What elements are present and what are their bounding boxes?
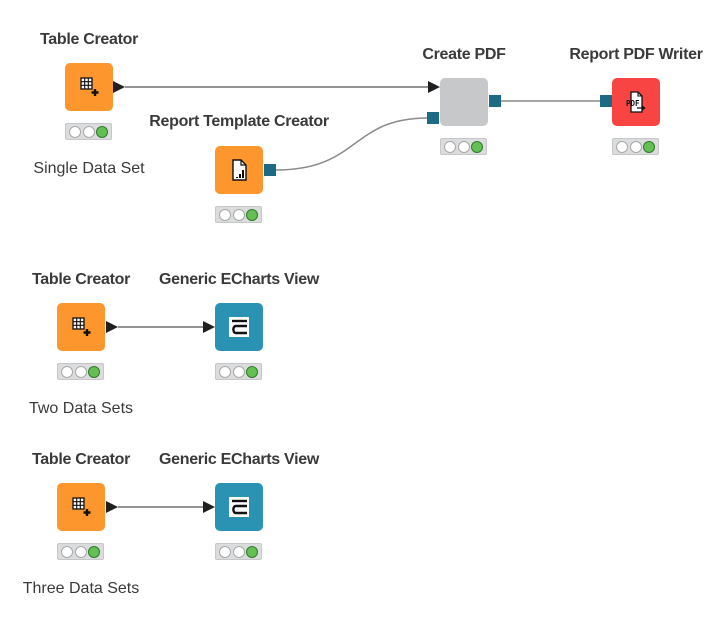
svg-text:PDF: PDF <box>626 99 640 108</box>
node-title-report-pdf-writer[interactable]: Report PDF Writer <box>569 46 703 63</box>
status-led-idle <box>457 140 470 153</box>
node-table-creator[interactable] <box>57 483 105 531</box>
output-port-report[interactable] <box>264 164 276 176</box>
status-led-executed <box>95 125 108 138</box>
output-port-triangle[interactable] <box>106 501 118 513</box>
table-create-icon <box>72 497 91 516</box>
output-port-triangle[interactable] <box>113 81 125 93</box>
status-led-idle <box>219 365 232 378</box>
node-generic-echarts-view[interactable] <box>215 483 263 531</box>
node-table-creator[interactable] <box>57 303 105 351</box>
node-title-create-pdf[interactable]: Create PDF <box>422 46 506 63</box>
input-port-report[interactable] <box>600 95 612 107</box>
pdf-writer-icon: PDF <box>626 91 646 113</box>
input-port-report[interactable] <box>427 112 439 124</box>
node-status-indicator <box>215 363 262 380</box>
output-port-report[interactable] <box>489 95 501 107</box>
status-led-executed <box>470 140 483 153</box>
node-title-table-creator[interactable]: Table Creator <box>31 451 131 468</box>
annotation-single-data-set: Single Data Set <box>33 160 145 177</box>
node-title-generic-echarts-view[interactable]: Generic ECharts View <box>158 451 320 468</box>
table-create-icon <box>80 77 99 96</box>
node-status-indicator <box>65 123 112 140</box>
output-port-triangle[interactable] <box>106 321 118 333</box>
status-led-executed <box>642 140 655 153</box>
status-led-idle <box>629 140 642 153</box>
status-led-idle <box>82 125 95 138</box>
node-status-indicator <box>612 138 659 155</box>
status-led-idle <box>232 545 245 558</box>
status-led-executed <box>87 545 100 558</box>
annotation-three-data-sets: Three Data Sets <box>22 580 140 597</box>
table-create-icon <box>72 317 91 336</box>
connection-template-to-create-pdf[interactable] <box>275 117 429 171</box>
echarts-icon <box>229 317 249 337</box>
status-led-idle <box>61 545 74 558</box>
node-status-indicator <box>57 543 104 560</box>
node-status-indicator <box>57 363 104 380</box>
node-generic-echarts-view[interactable] <box>215 303 263 351</box>
node-status-indicator <box>440 138 487 155</box>
node-report-pdf-writer[interactable]: PDF <box>612 78 660 126</box>
status-led-executed <box>245 365 258 378</box>
echarts-icon <box>229 497 249 517</box>
status-led-executed <box>87 365 100 378</box>
node-report-template-creator[interactable] <box>215 146 263 194</box>
input-port-triangle[interactable] <box>428 81 440 93</box>
status-led-idle <box>616 140 629 153</box>
status-led-idle <box>74 365 87 378</box>
status-led-idle <box>69 125 82 138</box>
status-led-idle <box>232 208 245 221</box>
node-title-table-creator[interactable]: Table Creator <box>31 271 131 288</box>
status-led-idle <box>61 365 74 378</box>
status-led-idle <box>219 545 232 558</box>
node-status-indicator <box>215 543 262 560</box>
node-status-indicator <box>215 206 262 223</box>
status-led-idle <box>232 365 245 378</box>
node-title-report-template-creator[interactable]: Report Template Creator <box>149 113 329 130</box>
status-led-idle <box>74 545 87 558</box>
node-title-generic-echarts-view[interactable]: Generic ECharts View <box>158 271 320 288</box>
input-port-triangle[interactable] <box>203 321 215 333</box>
node-create-pdf[interactable] <box>440 78 488 126</box>
status-led-executed <box>245 545 258 558</box>
status-led-idle <box>444 140 457 153</box>
input-port-triangle[interactable] <box>203 501 215 513</box>
status-led-idle <box>219 208 232 221</box>
annotation-two-data-sets: Two Data Sets <box>28 400 134 417</box>
node-title-table-creator[interactable]: Table Creator <box>39 31 139 48</box>
report-template-icon <box>232 159 247 181</box>
status-led-executed <box>245 208 258 221</box>
node-table-creator[interactable] <box>65 63 113 111</box>
